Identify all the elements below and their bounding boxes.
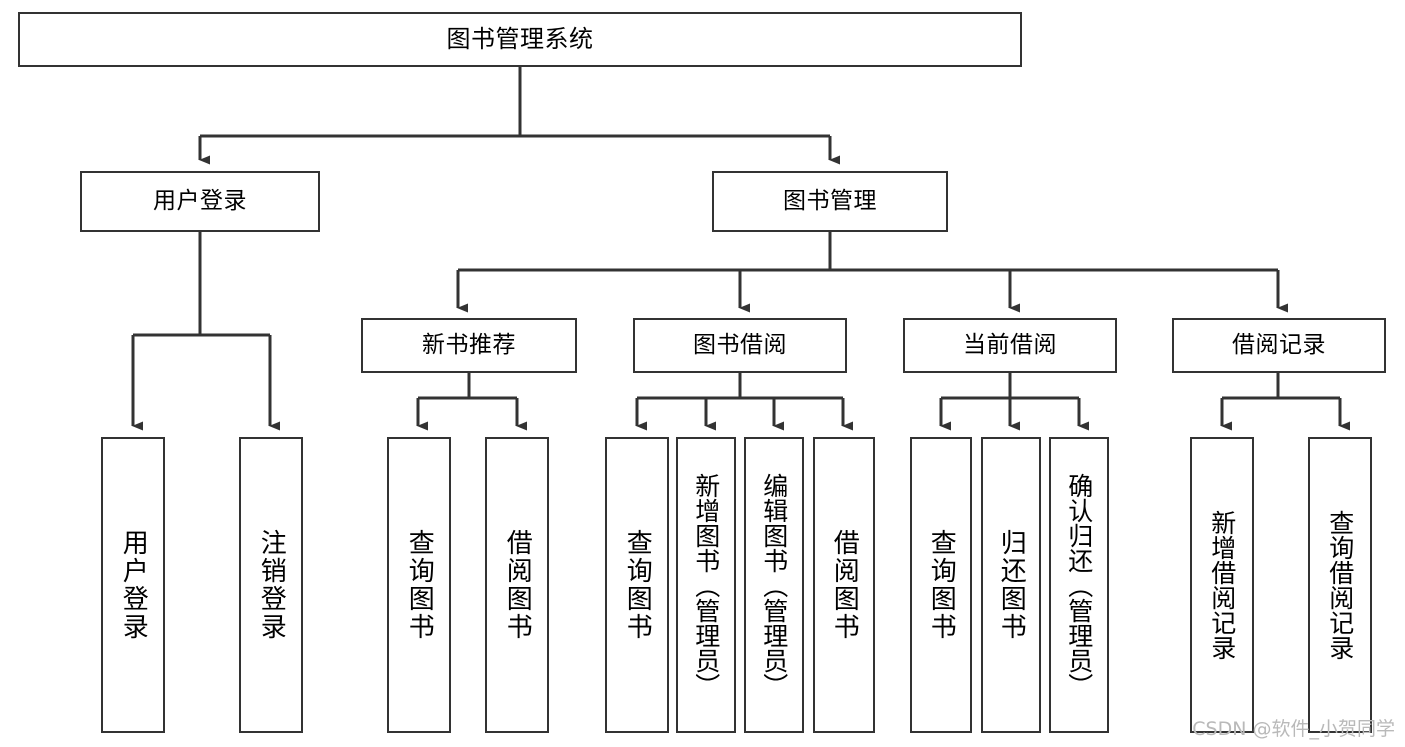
node-leaf-confirm-return-admin[interactable]: 确认归还（管理员） [1049,437,1109,733]
node-label: 借阅图书 [829,529,860,641]
node-label: 图书借阅 [693,332,787,359]
node-label: 编辑图书（管理员） [759,472,789,698]
node-user-login[interactable]: 用户登录 [80,171,320,232]
node-label: 确认归还（管理员） [1064,472,1094,698]
node-label: 注销登录 [256,529,287,641]
node-leaf-logout[interactable]: 注销登录 [239,437,303,733]
node-label: 当前借阅 [963,332,1057,359]
node-leaf-user-login[interactable]: 用户登录 [101,437,165,733]
node-leaf-return-books[interactable]: 归还图书 [981,437,1041,733]
node-leaf-add-borrow-record[interactable]: 新增借阅记录 [1190,437,1254,733]
node-label: 新增图书（管理员） [691,472,721,698]
node-label: 借阅图书 [502,529,533,641]
node-leaf-query-borrow-record[interactable]: 查询借阅记录 [1308,437,1372,733]
node-label: 新增借阅记录 [1207,510,1237,660]
node-label: 查询图书 [622,529,653,641]
node-label: 用户登录 [153,188,247,215]
node-leaf-borrow-books-recommend[interactable]: 借阅图书 [485,437,549,733]
node-book-management-system[interactable]: 图书管理系统 [18,12,1022,67]
node-new-book-recommendation[interactable]: 新书推荐 [361,318,577,373]
node-leaf-query-books-current[interactable]: 查询图书 [910,437,972,733]
node-leaf-edit-book-admin[interactable]: 编辑图书（管理员） [744,437,804,733]
node-borrowing-records[interactable]: 借阅记录 [1172,318,1386,373]
node-leaf-add-book-admin[interactable]: 新增图书（管理员） [676,437,736,733]
node-book-borrowing[interactable]: 图书借阅 [633,318,847,373]
node-leaf-query-books-borrow[interactable]: 查询图书 [605,437,669,733]
node-label: 借阅记录 [1232,332,1326,359]
node-leaf-borrow-books[interactable]: 借阅图书 [813,437,875,733]
node-label: 查询图书 [926,529,957,641]
node-label: 图书管理系统 [446,24,594,53]
node-label: 图书管理 [783,188,877,215]
node-book-management[interactable]: 图书管理 [712,171,948,232]
node-label: 查询图书 [404,529,435,641]
node-leaf-query-books-recommend[interactable]: 查询图书 [387,437,451,733]
csdn-watermark: CSDN @软件_小贺同学 [1192,718,1395,740]
node-label: 新书推荐 [422,332,516,359]
node-label: 归还图书 [996,529,1027,641]
node-current-borrowing[interactable]: 当前借阅 [903,318,1117,373]
node-label: 用户登录 [118,529,149,641]
node-label: 查询借阅记录 [1325,510,1355,660]
